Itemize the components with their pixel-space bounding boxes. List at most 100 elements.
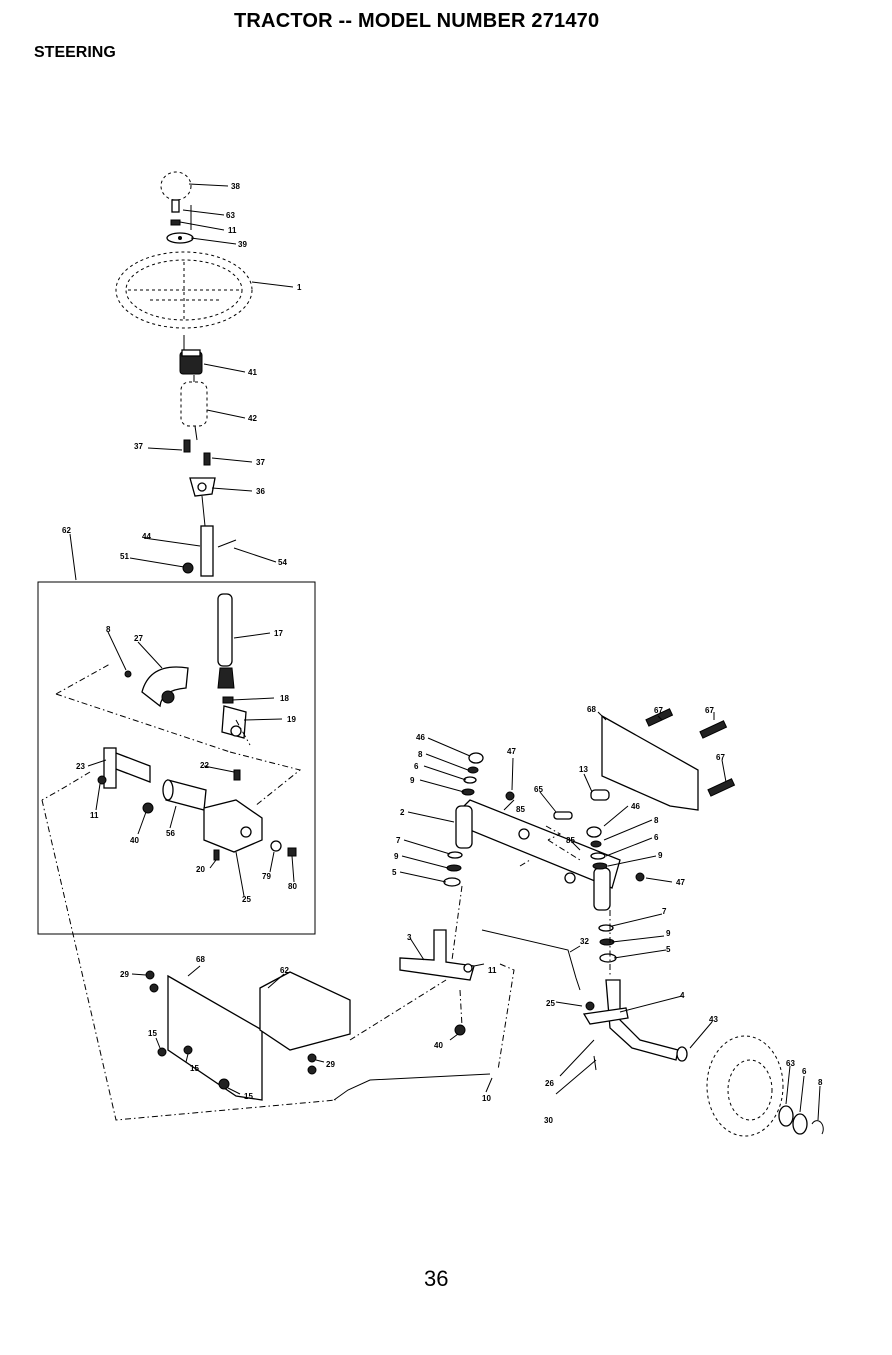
shaft-bolt-54	[218, 540, 236, 547]
callout-7: 7	[662, 907, 667, 916]
callout-25: 25	[546, 999, 555, 1008]
callout-6: 6	[802, 1067, 807, 1076]
lock-washer	[171, 220, 180, 225]
steering-cap	[161, 172, 191, 200]
front-wheel	[707, 1036, 783, 1136]
pin-65	[554, 812, 572, 819]
washer-hole	[178, 236, 182, 240]
bolt-29-a	[146, 971, 154, 979]
callout-6: 6	[414, 762, 419, 771]
callout-67: 67	[705, 706, 714, 715]
callout-15: 15	[190, 1064, 199, 1073]
callout-46: 46	[631, 802, 640, 811]
callout-18: 18	[280, 694, 289, 703]
axle-hole	[519, 829, 529, 839]
callout-9: 9	[394, 852, 399, 861]
bolt-right	[204, 453, 210, 465]
wheel-washer-63	[779, 1106, 793, 1126]
wheel-washer-6	[793, 1114, 807, 1134]
callout-11: 11	[488, 966, 497, 975]
callout-79: 79	[262, 872, 271, 881]
callout-37: 37	[256, 458, 265, 467]
washer-79	[271, 841, 281, 851]
callout-40: 40	[130, 836, 139, 845]
bolt-67-b	[700, 721, 727, 738]
axle-washer	[677, 1047, 687, 1061]
callout-47: 47	[507, 747, 516, 756]
retaining-ring-8	[812, 1121, 823, 1134]
bracket-hole-25	[241, 827, 251, 837]
grease-fitting-47	[506, 792, 514, 800]
cap-46-left	[469, 753, 483, 763]
right-spindle-tube	[594, 868, 610, 910]
callout-26: 26	[545, 1079, 554, 1088]
lower-bracket-68	[168, 976, 262, 1100]
callout-65: 65	[534, 785, 543, 794]
callout-85: 85	[566, 836, 575, 845]
bolt-22	[234, 770, 240, 780]
callout-8: 8	[818, 1078, 823, 1087]
callout-23: 23	[76, 762, 85, 771]
callout-8: 8	[106, 625, 111, 634]
shaft-nut-51	[183, 563, 193, 573]
callout-29: 29	[326, 1060, 335, 1069]
gear-screw-8	[125, 671, 131, 677]
nut-15-c	[219, 1079, 229, 1089]
steering-bracket	[204, 800, 262, 852]
bolt-29-b	[150, 984, 158, 992]
spindle-arm-hole	[464, 964, 472, 972]
callout-30: 30	[544, 1116, 553, 1125]
callout-5: 5	[666, 945, 671, 954]
washer-5-right	[600, 954, 616, 962]
bolt-80	[288, 848, 296, 856]
callout-37: 37	[134, 442, 143, 451]
callout-80: 80	[288, 882, 297, 891]
bolt-left	[184, 440, 190, 452]
bolt-29-d	[308, 1066, 316, 1074]
callout-62: 62	[62, 526, 71, 535]
bolt-67-c	[708, 779, 735, 796]
callout-4: 4	[680, 991, 685, 1000]
nut-40-lower	[455, 1025, 465, 1035]
callout-9: 9	[666, 929, 671, 938]
wheel-hub	[728, 1060, 772, 1120]
callout-41: 41	[248, 368, 257, 377]
callout-36: 36	[256, 487, 265, 496]
callout-9: 9	[410, 776, 415, 785]
axle-hole-2	[565, 873, 575, 883]
callout-11: 11	[90, 811, 99, 820]
washer-9b-left	[447, 865, 461, 871]
steering-wheel-spokes	[128, 262, 240, 320]
adapter-cap	[182, 350, 200, 356]
callout-15: 15	[148, 1029, 157, 1038]
callout-62: 62	[280, 966, 289, 975]
cotter-pin	[594, 1056, 596, 1070]
leader-lines	[70, 184, 820, 1120]
callout-27: 27	[134, 634, 143, 643]
steering-shaft-upper	[201, 526, 213, 576]
nut-25	[586, 1002, 594, 1010]
left-spindle-tube	[456, 806, 472, 848]
callout-40: 40	[434, 1041, 443, 1050]
callout-19: 19	[287, 715, 296, 724]
callout-44: 44	[142, 532, 151, 541]
shaft-pinion	[218, 668, 234, 688]
washer-7-left	[448, 852, 462, 858]
callout-51: 51	[120, 552, 129, 561]
callout-43: 43	[709, 1015, 718, 1024]
callout-42: 42	[248, 414, 257, 423]
callout-56: 56	[166, 829, 175, 838]
callout-5: 5	[392, 868, 397, 877]
callout-47: 47	[676, 878, 685, 887]
callout-2: 2	[400, 808, 405, 817]
callout-63: 63	[786, 1059, 795, 1068]
callout-68: 68	[196, 955, 205, 964]
cap-46-right	[587, 827, 601, 837]
steering-shaft	[218, 594, 232, 666]
callout-29: 29	[120, 970, 129, 979]
bracket-hole	[198, 483, 206, 491]
pivot-nut-40	[143, 803, 153, 813]
nut-15-a	[158, 1048, 166, 1056]
sector-gear-hub	[162, 691, 174, 703]
